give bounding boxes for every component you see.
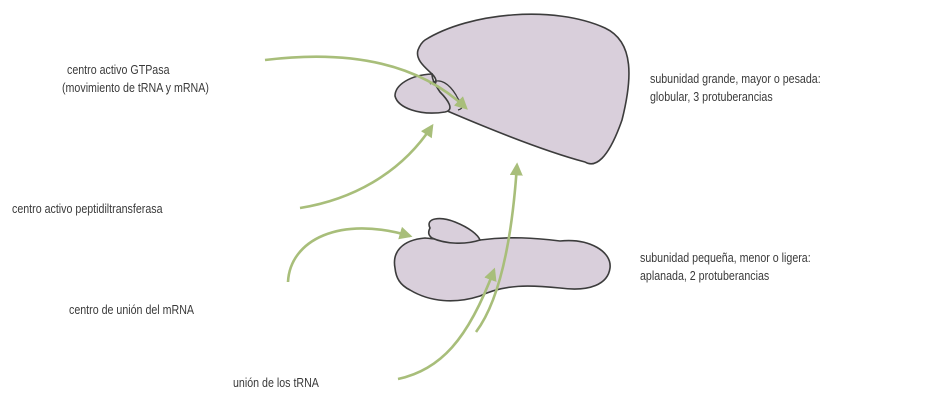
label-large-subunit-line1: subunidad grande, mayor o pesada: <box>650 70 821 87</box>
label-small-subunit-line2: aplanada, 2 protuberancias <box>640 267 769 284</box>
label-gtpasa-line2: (movimiento de tRNA y mRNA) <box>62 79 209 96</box>
label-trna-binding: unión de los tRNA <box>233 374 319 391</box>
label-peptidiltransferasa: centro activo peptidiltransferasa <box>12 200 163 217</box>
large-subunit <box>417 14 628 164</box>
label-mrna-binding: centro de unión del mRNA <box>69 301 194 318</box>
arrow-peptidil <box>300 126 432 208</box>
arrow-mrna <box>288 228 410 282</box>
label-large-subunit-line2: globular, 3 protuberancias <box>650 88 773 105</box>
label-small-subunit-line1: subunidad pequeña, menor o ligera: <box>640 249 811 266</box>
label-gtpasa-line1: centro activo GTPasa <box>67 61 170 78</box>
small-subunit-protuberance <box>429 219 480 244</box>
